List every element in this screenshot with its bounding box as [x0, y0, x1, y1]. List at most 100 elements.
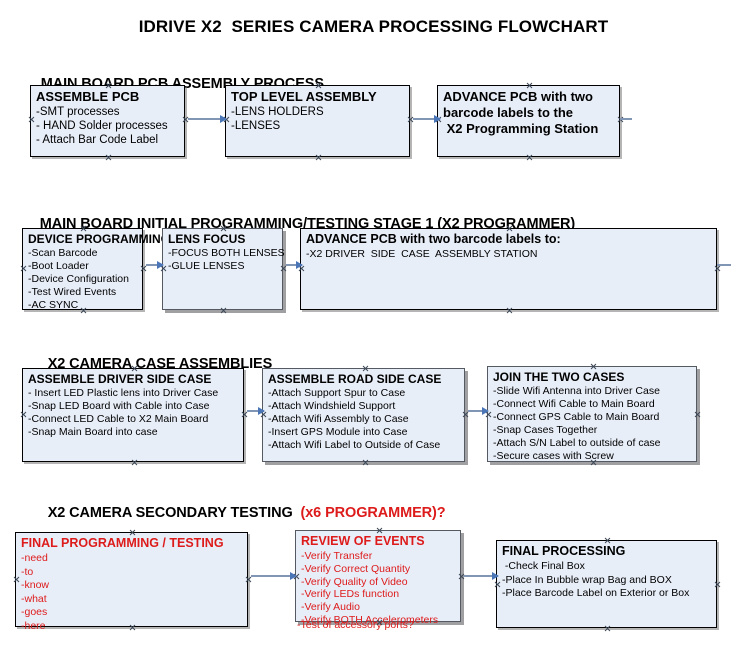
node-title: ASSEMBLE ROAD SIDE CASE	[268, 372, 442, 386]
connector-handle-left[interactable]	[28, 116, 35, 123]
node-title: ADVANCE PCB with two	[443, 89, 593, 104]
node-advance-pcb-driver-side-case[interactable]: ADVANCE PCB with two barcode labels to: …	[300, 228, 717, 310]
arrowhead-icon	[492, 572, 499, 580]
node-line: -Snap Cases Together	[493, 424, 598, 436]
connector-handle-top[interactable]	[590, 363, 597, 370]
node-title: ASSEMBLE PCB	[36, 89, 140, 104]
section-header-x2-camera-secondary-testing: X2 CAMERA SECONDARY TESTING (x6 PROGRAMM…	[32, 489, 446, 537]
connector-handle-bottom[interactable]	[315, 154, 322, 161]
connector-handle-right[interactable]	[462, 411, 469, 418]
node-line: -Snap Main Board into case	[28, 426, 158, 438]
node-line: -Place Barcode Label on Exterior or Box	[502, 587, 690, 599]
arrowhead-icon	[434, 115, 441, 123]
node-line: - Attach Bar Code Label	[36, 134, 159, 146]
arrow-assemble-pcb-to-top-level-assembly	[188, 115, 227, 123]
connector-handle-left[interactable]	[20, 265, 27, 272]
arrow-road-side-to-join-cases	[468, 407, 489, 415]
connector-handle-bottom[interactable]	[604, 625, 611, 632]
connector-handle-right[interactable]	[241, 411, 248, 418]
node-line: -AC SYNC	[28, 299, 79, 311]
node-line: -need	[21, 552, 48, 564]
node-line: -Attach Wifi Assembly to Case	[268, 413, 409, 425]
node-line: -Insert GPS Module into Case	[268, 426, 408, 438]
connector-handle-right[interactable]	[714, 581, 721, 588]
node-line: -Attach Windshield Support	[268, 400, 396, 412]
node-line: -Verify Quality of Video	[301, 575, 408, 588]
connector-handle-bottom[interactable]	[506, 307, 513, 314]
node-title: TOP LEVEL ASSEMBLY	[231, 89, 377, 104]
node-line: -LENSES	[231, 120, 281, 132]
node-line: -X2 DRIVER SIDE CASE ASSEMBLY STATION	[306, 248, 538, 260]
connector-handle-top[interactable]	[526, 82, 533, 89]
connector-handle-right[interactable]	[245, 576, 252, 583]
connector-stub-right	[620, 118, 632, 120]
node-line: -SMT processes	[36, 106, 120, 118]
node-line: -LENS HOLDERS	[231, 106, 324, 118]
node-review-of-events[interactable]: REVIEW OF EVENTS -Verify Transfer -Verif…	[295, 530, 461, 631]
node-line: -goes	[21, 606, 48, 618]
node-line: -Snap LED Board with Cable into Case	[28, 400, 210, 412]
node-line: -Secure cases with Screw	[493, 450, 614, 462]
node-line: -Verify LEDs function	[301, 588, 400, 601]
connector-handle-left[interactable]	[494, 581, 501, 588]
arrow-review-of-events-to-final-processing	[464, 572, 499, 580]
node-line-overflow: -Test of accessory ports?	[297, 619, 414, 631]
node-title: JOIN THE TWO CASES	[493, 370, 625, 384]
connector-handle-bottom[interactable]	[362, 459, 369, 466]
arrowhead-icon	[220, 115, 227, 123]
node-line: -Place In Bubble wrap Bag and BOX	[502, 573, 672, 586]
node-line: - HAND Solder processes	[36, 120, 168, 132]
arrow-device-programming-to-lens-focus	[146, 261, 164, 269]
node-device-programming[interactable]: DEVICE PROGRAMMING -Scan Barcode -Boot L…	[20, 228, 170, 311]
node-title-cont: X2 Programming Station	[443, 121, 599, 136]
node-line: -Verify Transfer	[301, 550, 373, 562]
arrowhead-icon	[157, 261, 164, 269]
connector-handle-right[interactable]	[140, 265, 147, 272]
connector-stub-right	[717, 264, 731, 266]
connector-handle-left[interactable]	[20, 411, 27, 418]
node-final-programming-testing[interactable]: FINAL PROGRAMMING / TESTING -need -to -k…	[13, 532, 248, 632]
node-line: -Slide Wifi Antenna into Driver Case	[493, 385, 660, 397]
node-line: -to	[21, 565, 34, 578]
node-title: LENS FOCUS	[168, 232, 246, 246]
node-title: FINAL PROCESSING	[502, 544, 626, 558]
section-header-accent: (x6 PROGRAMMER)?	[300, 505, 446, 521]
node-advance-pcb-x2-programming-station[interactable]: ADVANCE PCB with two barcode labels to t…	[437, 85, 620, 157]
node-assemble-driver-side-case[interactable]: ASSEMBLE DRIVER SIDE CASE - Insert LED P…	[22, 368, 244, 462]
node-top-level-assembly[interactable]: TOP LEVEL ASSEMBLY -LENS HOLDERS -LENSES	[225, 85, 410, 157]
connector-handle-top[interactable]	[604, 537, 611, 544]
node-line: -Attach Wifi Label to Outside of Case	[268, 439, 441, 451]
node-title-cont: barcode labels to the	[443, 105, 574, 120]
node-line: -GLUE LENSES	[168, 260, 245, 272]
node-line: - Insert LED Plastic lens into Driver Ca…	[28, 387, 219, 399]
connector-handle-top[interactable]	[362, 365, 369, 372]
node-assemble-pcb[interactable]: ASSEMBLE PCB -SMT processes - HAND Solde…	[30, 85, 185, 157]
node-line: -Scan Barcode	[28, 247, 98, 259]
arrowhead-icon	[296, 261, 303, 269]
connector-handle-bottom[interactable]	[220, 307, 227, 314]
node-title: FINAL PROGRAMMING / TESTING	[21, 536, 224, 550]
connector-handle-bottom[interactable]	[131, 459, 138, 466]
connector-handle-bottom[interactable]	[526, 154, 533, 161]
connector-handle-right[interactable]	[714, 265, 721, 272]
node-title: ADVANCE PCB with two barcode labels to:	[306, 232, 561, 246]
connector-handle-right[interactable]	[280, 265, 287, 272]
node-line: -here	[21, 619, 46, 632]
node-line: -Boot Loader	[28, 260, 89, 272]
page-title: IDRIVE X2 SERIES CAMERA PROCESSING FLOWC…	[138, 17, 609, 36]
node-assemble-road-side-case[interactable]: ASSEMBLE ROAD SIDE CASE -Attach Support …	[262, 368, 465, 462]
connector-handle-left[interactable]	[13, 576, 20, 583]
arrowhead-icon	[482, 407, 489, 415]
node-line: -Device Configuration	[28, 273, 129, 285]
node-line: -Attach S/N Label to outside of case	[493, 437, 661, 449]
node-join-the-two-cases[interactable]: JOIN THE TWO CASES -Slide Wifi Antenna i…	[487, 366, 697, 462]
node-line: -Connect Wifi Cable to Main Board	[493, 398, 655, 410]
node-line: -Check Final Box	[502, 560, 585, 572]
node-line: -FOCUS BOTH LENSES	[168, 247, 285, 259]
connector-handle-right[interactable]	[694, 411, 701, 418]
connector-handle-bottom[interactable]	[105, 154, 112, 161]
node-title: ASSEMBLE DRIVER SIDE CASE	[28, 372, 212, 386]
node-final-processing[interactable]: FINAL PROCESSING -Check Final Box -Place…	[496, 540, 717, 628]
arrow-driver-side-to-road-side	[247, 407, 265, 415]
node-lens-focus[interactable]: LENS FOCUS -FOCUS BOTH LENSES -GLUE LENS…	[162, 228, 285, 310]
